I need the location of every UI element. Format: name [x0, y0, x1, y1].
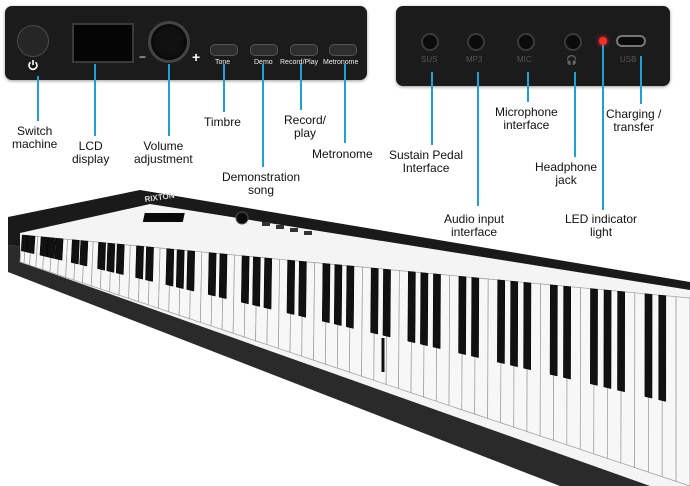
black-key [252, 256, 261, 307]
leader-led [602, 45, 604, 210]
label-timbre: Timbre [204, 115, 241, 129]
black-key [54, 237, 64, 261]
leader-sustain [431, 72, 433, 145]
record-play-button[interactable] [290, 44, 318, 56]
black-key [218, 253, 228, 299]
mic-jack-label: MIC [517, 55, 532, 64]
black-key [603, 289, 612, 389]
leader-metronome [344, 64, 346, 143]
black-key [39, 236, 49, 258]
label-record-play: Record/play [284, 113, 327, 140]
black-key [497, 279, 506, 364]
black-key [135, 245, 144, 280]
record-play-button-label: Record/Play [280, 59, 319, 66]
leader-record [300, 64, 302, 110]
metronome-button[interactable] [329, 44, 357, 56]
black-key [106, 242, 116, 273]
black-key [97, 241, 106, 271]
black-key [407, 271, 416, 344]
black-key [145, 246, 154, 282]
led-indicator [599, 37, 607, 45]
black-key [70, 239, 80, 265]
black-key [590, 288, 598, 386]
black-key [26, 235, 36, 255]
leader-charging [640, 56, 642, 104]
black-key [471, 277, 480, 358]
black-key [563, 285, 572, 380]
leader-audio [477, 72, 479, 206]
black-key [617, 290, 625, 393]
mp3-jack[interactable] [467, 33, 485, 51]
leader-demo [262, 64, 264, 167]
headphone-icon: 🎧 [566, 55, 578, 65]
microphone-jack[interactable] [517, 33, 535, 51]
control-panel-left: − + Tone Demo Record/Play Metronome [5, 6, 367, 80]
connector-panel-right: SUS MP3 MIC 🎧 USB [396, 6, 670, 86]
label-metronome: Metronome [312, 147, 373, 161]
metronome-button-label: Metronome [323, 59, 359, 66]
volume-minus-label: − [139, 50, 147, 64]
brand-logo: RIXTON [144, 191, 175, 204]
label-charging-transfer: Charging /transfer [606, 107, 662, 134]
black-key [115, 243, 125, 275]
black-key [370, 267, 379, 335]
black-key [523, 282, 532, 371]
headphone-jack[interactable] [564, 33, 582, 51]
tone-button-label: Tone [215, 59, 231, 66]
volume-knob[interactable] [148, 21, 190, 63]
keyboard-top-controls [142, 211, 312, 235]
black-key [658, 294, 667, 402]
leader-switch [37, 76, 39, 121]
power-button[interactable] [17, 25, 49, 57]
black-key [549, 284, 558, 377]
black-key [207, 252, 217, 297]
white-key [675, 296, 690, 486]
black-key [644, 293, 653, 399]
power-icon [27, 59, 39, 71]
black-key [432, 273, 441, 349]
tone-button[interactable] [210, 44, 238, 56]
mp3-jack-label: MP3 [466, 55, 483, 64]
black-key [333, 264, 343, 326]
demo-button[interactable] [250, 44, 278, 56]
usb-port-label: USB [620, 55, 637, 64]
leader-headphone [574, 72, 576, 157]
black-key [165, 248, 175, 287]
black-key [46, 237, 56, 259]
leader-volume [168, 64, 170, 136]
volume-plus-label: + [192, 49, 201, 65]
black-key [298, 260, 307, 318]
leader-microphone [527, 72, 529, 102]
black-key [420, 272, 429, 347]
black-key [458, 275, 467, 355]
black-key [241, 255, 250, 305]
black-key [186, 250, 196, 292]
sustain-pedal-jack[interactable] [421, 33, 439, 51]
demo-button-label: Demo [254, 59, 273, 66]
black-key [382, 268, 391, 338]
black-key [175, 249, 185, 289]
sus-jack-label: SUS [421, 55, 438, 64]
black-key [286, 259, 296, 315]
black-key [510, 280, 519, 368]
leader-lcd [94, 64, 96, 136]
usb-port[interactable] [616, 35, 646, 47]
black-key [79, 240, 89, 267]
black-key [322, 263, 331, 324]
lcd-display [72, 23, 134, 63]
black-key [263, 257, 273, 310]
black-key [346, 265, 355, 329]
leader-timbre [223, 64, 225, 112]
black-keys [21, 234, 667, 402]
